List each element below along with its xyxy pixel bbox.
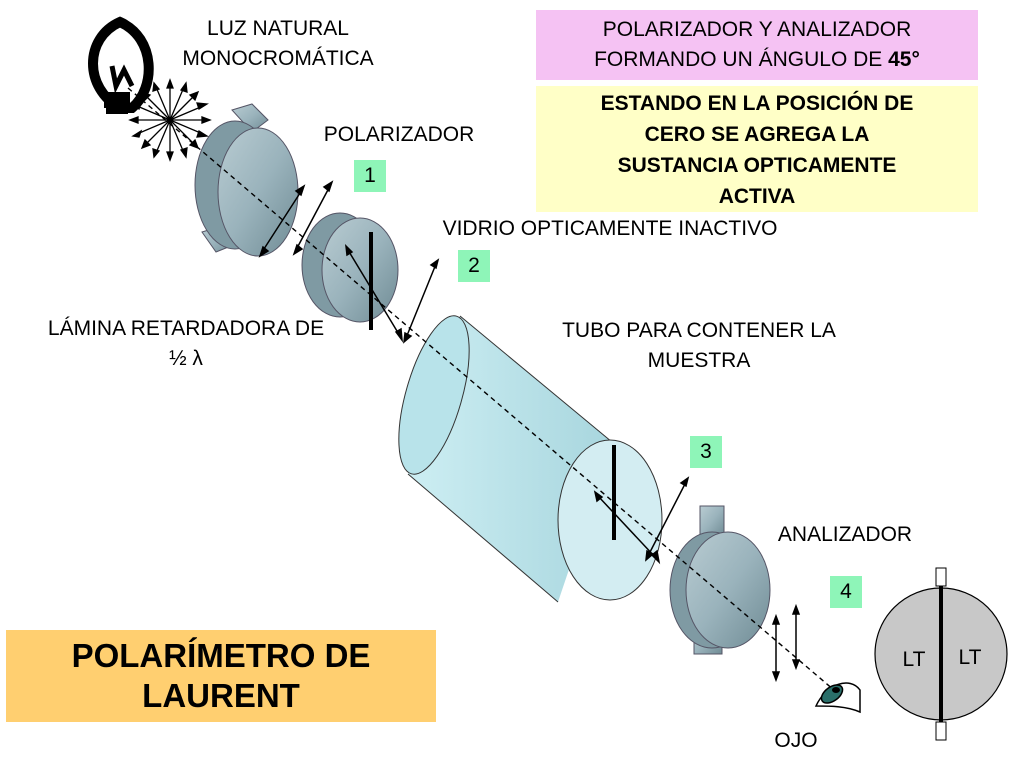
- polarization-arrow: [403, 258, 440, 344]
- tube-label: TUBO PARA CONTENER LA MUESTRA: [562, 319, 836, 372]
- field-right-label: LT: [959, 646, 982, 669]
- light-source-label: LUZ NATURAL MONOCROMÁTICA: [182, 17, 374, 70]
- sample-tube: [398, 315, 663, 603]
- polarization-arrow: [645, 476, 690, 562]
- title-box: POLARÍMETRO DE LAURENT: [6, 630, 436, 722]
- polarization-arrow: [593, 490, 661, 565]
- glass-label: VIDRIO OPTICAMENTE INACTIVO: [442, 217, 778, 240]
- number-badge-2: 2: [458, 250, 490, 282]
- polarization-arrow: [292, 180, 334, 256]
- analyzer: [669, 505, 771, 655]
- angle-info-box: POLARIZADOR Y ANALIZADOR FORMANDO UN ÁNG…: [536, 10, 978, 80]
- title-line-2: LAURENT: [142, 677, 300, 714]
- polarization-arrow: [345, 243, 403, 343]
- polarizer: [194, 103, 299, 257]
- number-badge-4: 4: [830, 576, 862, 608]
- polarization-arrow: [258, 184, 306, 258]
- number-badge-3: 3: [690, 436, 722, 468]
- field-left-label: LT: [903, 648, 926, 671]
- light-bulb-icon: [88, 16, 154, 114]
- analyzer-label: ANALIZADOR: [777, 523, 913, 546]
- eye-icon: [814, 682, 861, 714]
- polarization-arrow: [791, 603, 801, 671]
- light-rays-icon: [128, 78, 212, 162]
- field-of-view: LT LT: [874, 567, 1008, 741]
- polarizer-label: POLARIZADOR: [323, 123, 475, 146]
- polarization-arrow: [771, 613, 781, 683]
- title-line-1: POLARÍMETRO DE: [71, 637, 371, 674]
- number-badge-1: 1: [354, 160, 386, 192]
- plate-label: LÁMINA RETARDADORA DE ½ λ: [47, 317, 325, 370]
- eye-label: OJO: [774, 729, 818, 752]
- procedure-info-box: ESTANDO EN LA POSICIÓN DE CERO SE AGREGA…: [536, 86, 978, 212]
- optical-axis: [127, 87, 849, 703]
- half-wave-plate: [301, 212, 399, 330]
